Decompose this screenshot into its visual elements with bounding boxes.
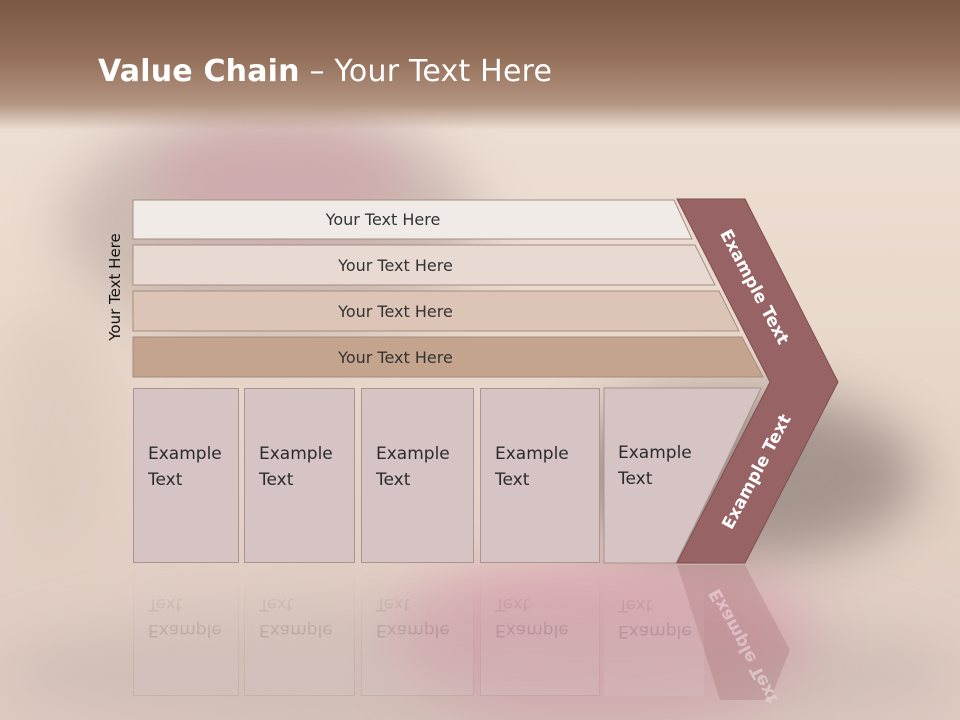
column-1-line2: Text	[148, 470, 183, 490]
column-4: Example Text	[480, 388, 600, 563]
slide-title: Value Chain – Your Text Here	[98, 54, 552, 89]
column-2-line1: Example	[259, 444, 333, 464]
chevron-shape	[676, 198, 839, 564]
column-3-line1: Example	[376, 444, 450, 464]
bar-shape-1	[132, 199, 693, 240]
bar-shape-2	[132, 244, 716, 286]
column-5-line2: Text	[618, 469, 653, 489]
column-shape-5	[603, 387, 762, 564]
bar-4: Your Text Here	[133, 338, 698, 376]
column-4-line1: Example	[495, 444, 569, 464]
column-3-line2: Text	[376, 470, 411, 490]
header-band	[0, 0, 960, 130]
bar-shape-3	[132, 290, 740, 332]
column-3: Example Text	[361, 388, 474, 563]
title-rest: – Your Text Here	[299, 54, 553, 89]
bar-1: Your Text Here	[133, 200, 673, 238]
column-1-line1: Example	[148, 444, 222, 464]
bar-2: Your Text Here	[133, 246, 698, 284]
column-5-line1: Example	[618, 443, 692, 463]
bar-3: Your Text Here	[133, 292, 698, 330]
column-2: Example Text	[244, 388, 355, 563]
column-5: Example Text	[604, 388, 704, 563]
title-bold: Value Chain	[98, 54, 300, 89]
column-4-line2: Text	[495, 470, 530, 490]
column-2-line2: Text	[259, 470, 294, 490]
bar-2-label: Your Text Here	[338, 255, 453, 275]
bar-1-label: Your Text Here	[325, 209, 441, 229]
column-1: Example Text	[133, 388, 239, 563]
bar-4-label: Your Text Here	[338, 347, 453, 367]
bar-shape-4	[132, 336, 764, 378]
bar-3-label: Your Text Here	[338, 301, 453, 321]
